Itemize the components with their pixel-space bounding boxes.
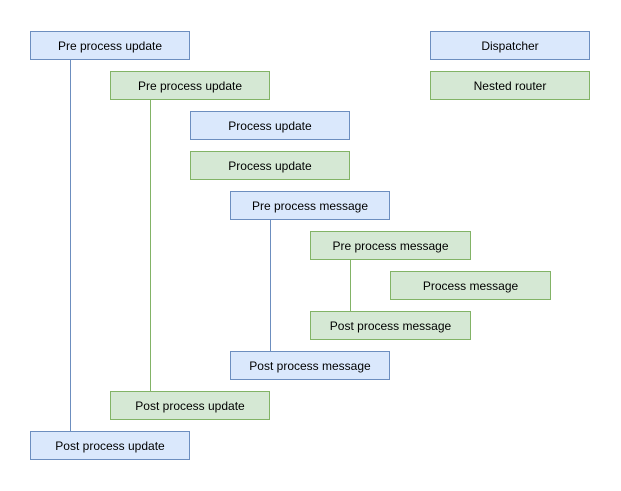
node-pre-process-update-dispatcher: Pre process update xyxy=(30,31,190,60)
node-process-update-dispatcher: Process update xyxy=(190,111,350,140)
node-post-process-message-nested-router: Post process message xyxy=(310,311,471,340)
connector-update-nested-router xyxy=(150,100,151,391)
node-process-message-nested-router: Process message xyxy=(390,271,551,300)
node-pre-process-message-nested-router: Pre process message xyxy=(310,231,471,260)
node-post-process-update-nested-router: Post process update xyxy=(110,391,270,420)
node-post-process-update-dispatcher: Post process update xyxy=(30,431,190,460)
connector-message-nested-router xyxy=(350,260,351,311)
node-pre-process-update-nested-router: Pre process update xyxy=(110,71,270,100)
node-post-process-message-dispatcher: Post process message xyxy=(230,351,390,380)
node-process-update-nested-router: Process update xyxy=(190,151,350,180)
connector-update-dispatcher xyxy=(70,60,71,431)
legend-dispatcher: Dispatcher xyxy=(430,31,590,60)
legend-nested-router: Nested router xyxy=(430,71,590,100)
node-pre-process-message-dispatcher: Pre process message xyxy=(230,191,390,220)
connector-message-dispatcher xyxy=(270,220,271,351)
